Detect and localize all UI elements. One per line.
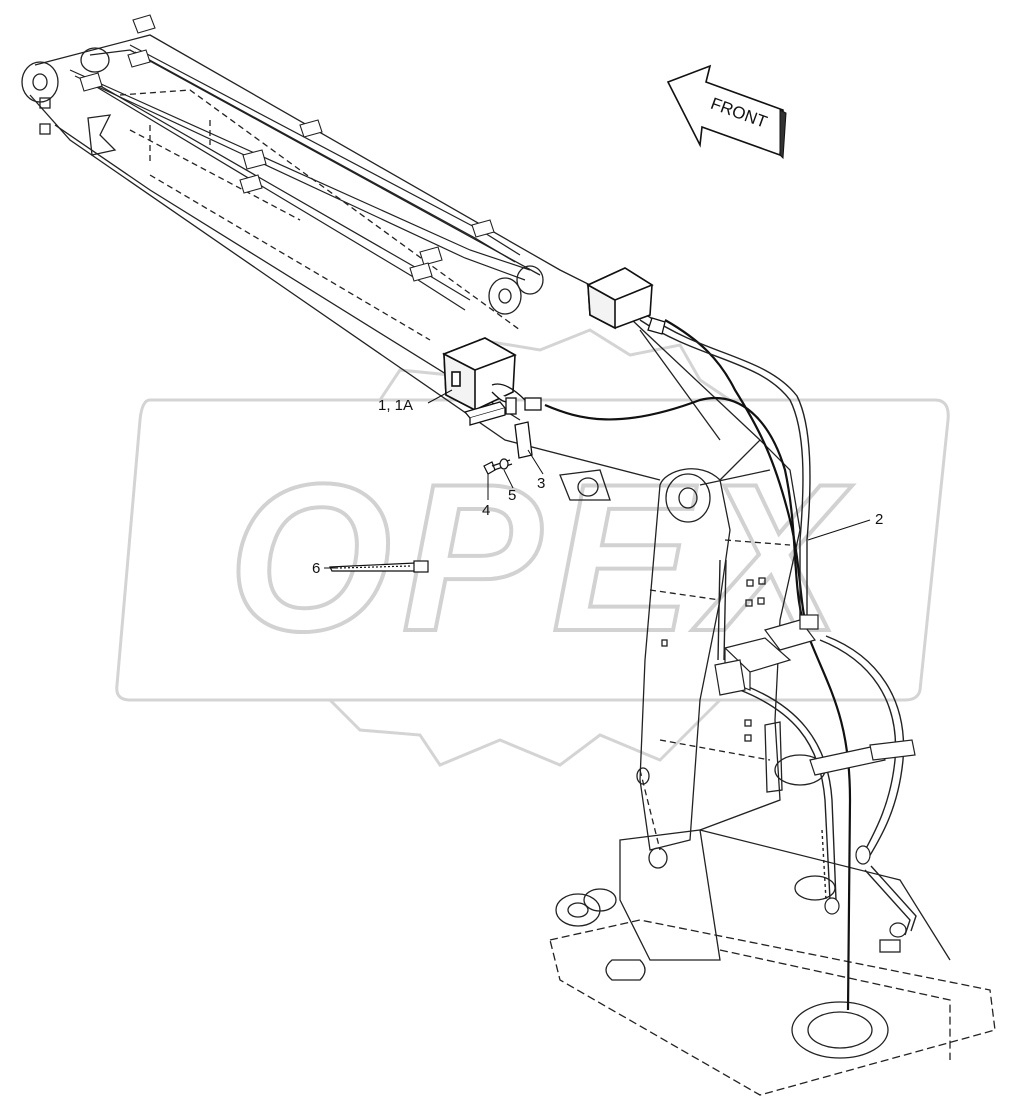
cable-tie-icon [329, 560, 429, 573]
washer-icon [499, 458, 509, 470]
wiring-harness [544, 319, 852, 1011]
boom-structure [21, 34, 661, 501]
gear-watermark-icon [115, 328, 950, 767]
boom-hydraulic-lines [69, 44, 531, 311]
callout-leaders [324, 389, 871, 569]
callout-2: 2 [875, 511, 883, 528]
arm-hoses [639, 315, 917, 936]
base-frame [549, 754, 996, 1096]
callout-5: 5 [508, 487, 516, 504]
callout-6: 6 [312, 560, 320, 577]
callout-1-1a: 1, 1A [378, 397, 413, 414]
valve-block [714, 614, 916, 938]
bolt-icon [483, 459, 513, 475]
opex-watermark: OPEX [228, 440, 852, 675]
front-arrow-icon: FRONT [666, 64, 787, 160]
work-light-icon [442, 337, 517, 412]
mounting-bracket [463, 397, 533, 459]
line-clamps [79, 14, 495, 282]
connector-icon [491, 317, 666, 411]
callout-4: 4 [482, 502, 490, 519]
callout-3: 3 [537, 475, 545, 492]
work-light-icon [586, 267, 654, 330]
